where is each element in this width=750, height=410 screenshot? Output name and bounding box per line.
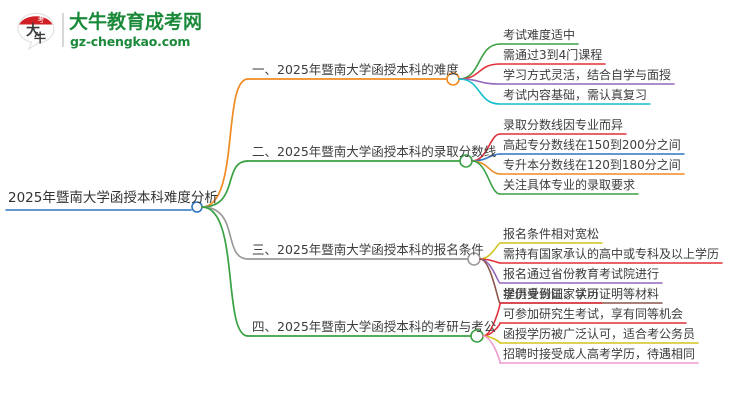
branch-label-2[interactable]: 二、2025年暨南大学函授本科的录取分数线 (252, 144, 497, 159)
leaf-label-4-4[interactable]: 招聘时接受成人高考学历，待遇相同 (503, 347, 696, 361)
leaf-label-4-3[interactable]: 函授学历被广泛认可，适合考公务员 (503, 327, 696, 341)
root-node-label[interactable]: 2025年暨南大学函授本科难度分析 (8, 190, 218, 206)
leaf-label-1-1[interactable]: 考试难度适中 (503, 28, 576, 42)
svg-text:牛: 牛 (34, 30, 46, 45)
leaf-label-1-2[interactable]: 需通过3到4门课程 (503, 48, 603, 62)
leaf-label-3-2[interactable]: 需持有国家承认的高中或专科及以上学历 (503, 247, 720, 261)
leaf-label-3-3[interactable]: 报名通过省份教育考试院进行 (503, 267, 660, 281)
svg-text:考: 考 (38, 16, 45, 24)
branch-label-1[interactable]: 一、2025年暨南大学函授本科的难度 (252, 62, 459, 77)
leaf-label-4-1[interactable]: 学历受到国家认可 (503, 287, 600, 301)
logo-title: 大牛教育成考网 (69, 11, 203, 33)
leaf-label-1-3[interactable]: 学习方式灵活，结合自学与面授 (503, 68, 672, 82)
logo-url: gz-chengkao.com (70, 34, 191, 49)
logo-mark-icon: 大 牛 考 (17, 12, 55, 51)
leaf-label-2-1[interactable]: 录取分数线因专业而异 (503, 118, 624, 132)
svg-text:大: 大 (26, 22, 40, 39)
leaf-label-2-3[interactable]: 专升本分数线在120到180分之间 (503, 158, 681, 172)
leaf-label-3-1[interactable]: 报名条件相对宽松 (503, 227, 600, 241)
leaf-label-2-2[interactable]: 高起专分数线在150到200分之间 (503, 138, 681, 152)
leaf-label-1-4[interactable]: 考试内容基础，需认真复习 (503, 88, 648, 102)
site-logo[interactable]: 大 牛 考 大牛教育成考网 gz-chengkao.com (14, 8, 202, 54)
leaf-label-2-4[interactable]: 关注具体专业的录取要求 (503, 178, 636, 192)
branch-label-4[interactable]: 四、2025年暨南大学函授本科的考研与考公 (252, 319, 497, 334)
logo-divider (62, 13, 64, 47)
leaf-label-4-2[interactable]: 可参加研究生考试，享有同等机会 (503, 307, 684, 321)
leaf-label-3-4[interactable]: 提供身份证、学历证明等材料 (503, 287, 660, 301)
branch-label-3[interactable]: 三、2025年暨南大学函授本科的报名条件 (252, 242, 484, 257)
